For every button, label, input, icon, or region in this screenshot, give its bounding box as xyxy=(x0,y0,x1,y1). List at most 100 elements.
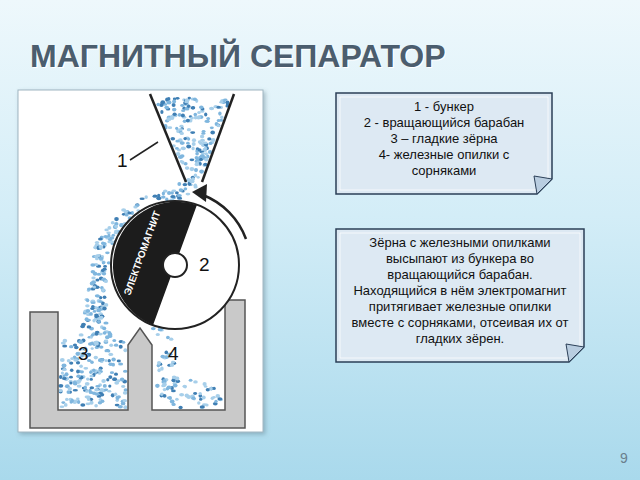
grain xyxy=(177,182,181,186)
grain xyxy=(122,341,126,344)
grain xyxy=(176,377,179,381)
grain xyxy=(193,392,197,395)
grain xyxy=(207,137,211,140)
corner-fold xyxy=(534,176,552,194)
grain xyxy=(186,145,191,149)
grain xyxy=(123,399,127,402)
grain xyxy=(90,281,94,285)
grain xyxy=(175,398,179,401)
grain xyxy=(210,130,215,134)
grain xyxy=(189,379,193,382)
grain xyxy=(151,327,156,330)
grain xyxy=(172,103,176,107)
grain xyxy=(124,388,128,391)
grain xyxy=(86,402,91,405)
grain xyxy=(81,323,86,327)
grain xyxy=(181,161,184,165)
grain xyxy=(176,152,181,156)
grain xyxy=(95,294,100,297)
grain xyxy=(106,231,111,234)
corner-fold xyxy=(566,344,584,362)
grain xyxy=(91,347,94,350)
grain xyxy=(204,147,207,151)
grain xyxy=(76,398,80,401)
grain xyxy=(101,242,105,245)
grain xyxy=(92,369,95,372)
grain xyxy=(69,345,73,348)
grain xyxy=(125,213,129,216)
grain xyxy=(197,401,200,405)
grain xyxy=(123,405,127,409)
grain xyxy=(157,361,161,365)
grain xyxy=(104,340,108,343)
grain xyxy=(217,397,222,400)
grain xyxy=(74,346,79,349)
callout-box: Зёрна с железными опилками высыпают из б… xyxy=(335,228,585,363)
grain xyxy=(211,138,216,142)
grain xyxy=(83,367,88,370)
grain xyxy=(73,380,77,384)
grain xyxy=(211,397,214,400)
grain xyxy=(90,361,94,364)
grain xyxy=(101,379,106,383)
grain xyxy=(59,375,62,379)
grain xyxy=(155,384,160,388)
grain xyxy=(90,378,93,381)
grain xyxy=(61,367,66,370)
grain xyxy=(114,225,118,228)
grain xyxy=(67,359,71,362)
callout-number: 3 xyxy=(78,343,89,365)
grain xyxy=(191,106,195,110)
grain xyxy=(179,125,183,128)
grain xyxy=(98,333,103,336)
grain xyxy=(93,284,97,288)
grain xyxy=(192,142,196,146)
grain xyxy=(108,238,113,241)
grain xyxy=(180,132,184,135)
grain xyxy=(101,288,105,292)
grain xyxy=(199,158,203,161)
callout-text: Зёрна с железными опилками высыпают из б… xyxy=(347,235,573,347)
grain xyxy=(114,344,118,347)
grain xyxy=(94,342,99,346)
grain xyxy=(93,272,98,276)
grain xyxy=(194,184,198,188)
grain xyxy=(86,309,91,313)
grain xyxy=(181,114,185,118)
grain xyxy=(65,372,69,376)
grain xyxy=(96,309,101,313)
grain xyxy=(98,237,103,240)
grain xyxy=(199,392,202,395)
grain xyxy=(197,115,201,119)
grain xyxy=(190,167,195,171)
grain xyxy=(108,375,112,379)
grain xyxy=(94,356,98,360)
grain xyxy=(111,358,115,362)
grain xyxy=(186,142,190,145)
grain xyxy=(172,403,176,406)
grain xyxy=(95,241,99,244)
grain xyxy=(157,368,160,372)
grain xyxy=(102,261,105,264)
grain xyxy=(61,342,66,345)
grain xyxy=(123,348,127,352)
drum-shape xyxy=(110,200,240,330)
grain xyxy=(90,263,95,267)
page-number: 9 xyxy=(620,450,628,466)
grain xyxy=(103,384,107,388)
electromagnet xyxy=(113,202,197,325)
grain xyxy=(86,298,89,302)
grain xyxy=(187,137,190,140)
grain xyxy=(62,368,67,371)
grain xyxy=(102,327,106,331)
grain xyxy=(189,180,194,183)
grain xyxy=(206,117,210,120)
grain xyxy=(178,113,182,117)
grain xyxy=(103,296,107,300)
grain xyxy=(107,234,110,238)
grain xyxy=(173,384,178,388)
grain xyxy=(96,254,101,257)
grain xyxy=(176,97,180,100)
grain xyxy=(85,382,90,386)
grain xyxy=(93,285,97,288)
